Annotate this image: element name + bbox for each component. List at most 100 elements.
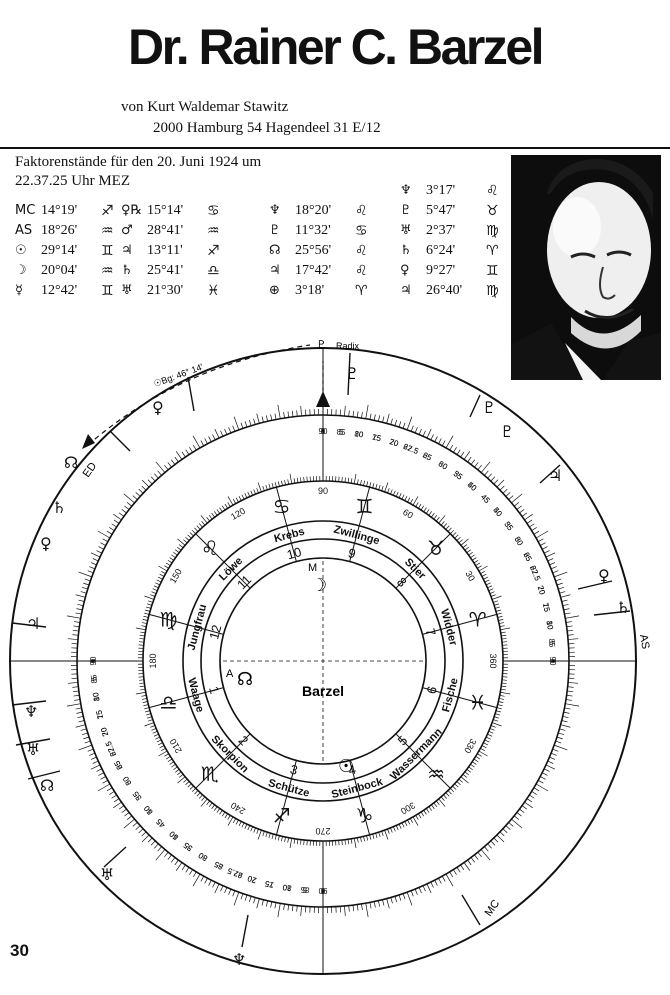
degree-tick [505, 492, 511, 497]
outer-scale-label: 90 [548, 657, 557, 666]
inner-degree-tick [438, 798, 446, 807]
inner-degree-tick [390, 827, 393, 833]
outer-scale-label: 20 [99, 726, 110, 738]
inner-degree-tick [144, 595, 154, 600]
degree-tick [141, 479, 150, 488]
zodiac-glyph-ring: ♎♏♐♑♒♓♈♉♊♋♌♍ [159, 494, 486, 827]
inner-degree-label: 360 [488, 653, 498, 668]
degree-tick [300, 906, 302, 917]
degree-tick [566, 694, 573, 697]
degree-tick [445, 873, 454, 887]
degree-tick [232, 425, 236, 432]
outer-scale-label: 5 [547, 640, 556, 646]
inner-degree-tick [141, 625, 147, 627]
inner-degree-tick [164, 753, 169, 757]
inner-degree-tick [369, 834, 372, 840]
degree-tick [253, 897, 256, 904]
degree-tick [456, 449, 461, 455]
inner-degree-tick [366, 481, 369, 487]
degree-tick [77, 603, 84, 607]
inner-degree-tick [139, 685, 145, 688]
outer-scale-label: 25 [112, 759, 124, 772]
degree-tick [521, 805, 528, 810]
house-spoke [349, 487, 371, 562]
degree-tick [524, 801, 533, 809]
degree-tick [550, 566, 557, 570]
zodiac-sign-icon: ♉ [486, 203, 499, 219]
outer-scale-label: 85 [547, 638, 557, 648]
inner-degree-tick [431, 804, 435, 809]
inner-degree-tick [500, 627, 511, 631]
degree-tick [208, 436, 212, 442]
degree-tick [531, 527, 537, 531]
venus-marker-2-icon: ♀ [40, 534, 52, 553]
saturn-marker-2-icon: ♄ [616, 598, 630, 617]
degree-tick [253, 418, 256, 425]
inner-degree-tick [145, 713, 151, 716]
caption-line-1: Faktorenstände für den 20. Juni 1924 um [15, 154, 262, 170]
degree-tick [214, 883, 220, 894]
degree-tick [261, 416, 264, 423]
outer-scale-label: 65 [421, 450, 434, 462]
degree-tick [369, 413, 372, 420]
inner-degree-tick [296, 477, 299, 483]
degree-tick [453, 869, 457, 875]
inner-degree-tick [436, 800, 440, 805]
degree-tick [344, 906, 346, 917]
inner-degree-tick [460, 776, 469, 784]
degree-tick [67, 682, 78, 684]
outer-scale-label: 30 [121, 774, 134, 787]
planet-symbol: ♇ [269, 223, 281, 238]
degree-tick [124, 812, 130, 817]
inner-degree-label: 60 [401, 507, 415, 521]
degree-tick [555, 578, 562, 582]
zodiac-sign-icon: ♋ [355, 223, 368, 239]
outer-scale-label: 15 [264, 879, 275, 890]
pluto-radix-icon: ♇ [345, 364, 359, 383]
zodiac-glyph-icon: ♋ [273, 494, 291, 518]
degree-tick [98, 546, 104, 550]
degree-tick [480, 461, 491, 473]
inner-degree-tick [443, 523, 448, 528]
outer-scale-label: 65 [112, 759, 124, 772]
inner-degree-tick [366, 835, 369, 841]
outer-scale-label: 35 [131, 789, 144, 802]
degree-tick [256, 413, 260, 424]
sign-name-ring [182, 520, 464, 802]
degree-tick [365, 404, 369, 419]
degree-tick [560, 724, 571, 728]
degree-tick [90, 552, 101, 558]
degree-value: 5°47' [426, 203, 456, 218]
zodiac-sign-icon: ♐ [101, 203, 114, 219]
inner-degree-tick [250, 826, 253, 832]
inner-degree-tick [303, 476, 305, 483]
inner-degree-tick [494, 603, 500, 606]
ed-label: ED [81, 460, 100, 479]
inner-degree-tick [490, 725, 496, 728]
inner-degree-tick [393, 490, 396, 496]
inner-degree-tick [478, 750, 488, 757]
center-name: Barzel [302, 683, 344, 699]
degree-tick [556, 582, 563, 586]
degree-tick [123, 493, 135, 504]
degree-tick [124, 505, 130, 510]
inner-degree-tick [153, 585, 159, 589]
inner-degree-tick [436, 517, 440, 522]
inner-degree-tick [350, 838, 353, 844]
inner-degree-tick [196, 792, 201, 797]
degree-tick [126, 815, 133, 820]
planet-symbol: ♂ [121, 223, 133, 238]
degree-value: 25°56' [295, 243, 332, 258]
degree-tick [171, 857, 176, 863]
degree-tick [361, 412, 363, 419]
inner-degree-tick [169, 761, 174, 765]
degree-tick [484, 846, 489, 852]
zodiac-glyph-icon: ♈ [469, 608, 487, 632]
degree-value: 14°19' [41, 203, 78, 218]
outer-scale-label: 80 [281, 882, 292, 892]
degree-tick [394, 896, 398, 903]
outer-scale-label: 75 [94, 709, 105, 720]
position-row: ☽20°04'♒ [15, 261, 127, 281]
degree-tick [562, 715, 569, 719]
